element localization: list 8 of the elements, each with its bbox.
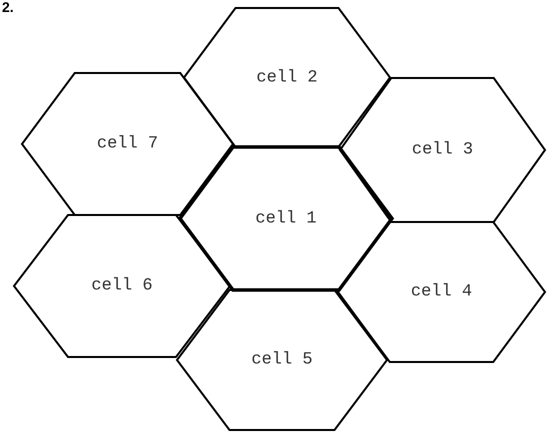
cell-label: cell 5 [250,350,314,370]
cell-label: cell 7 [96,134,160,154]
cell-label: cell 6 [90,276,154,296]
cell-label: cell 2 [255,68,319,87]
cell-label: cell 1 [254,209,318,228]
figure-number: 2. [2,0,14,14]
cell-label: cell 4 [410,282,474,302]
cell-label: cell 3 [410,140,474,160]
